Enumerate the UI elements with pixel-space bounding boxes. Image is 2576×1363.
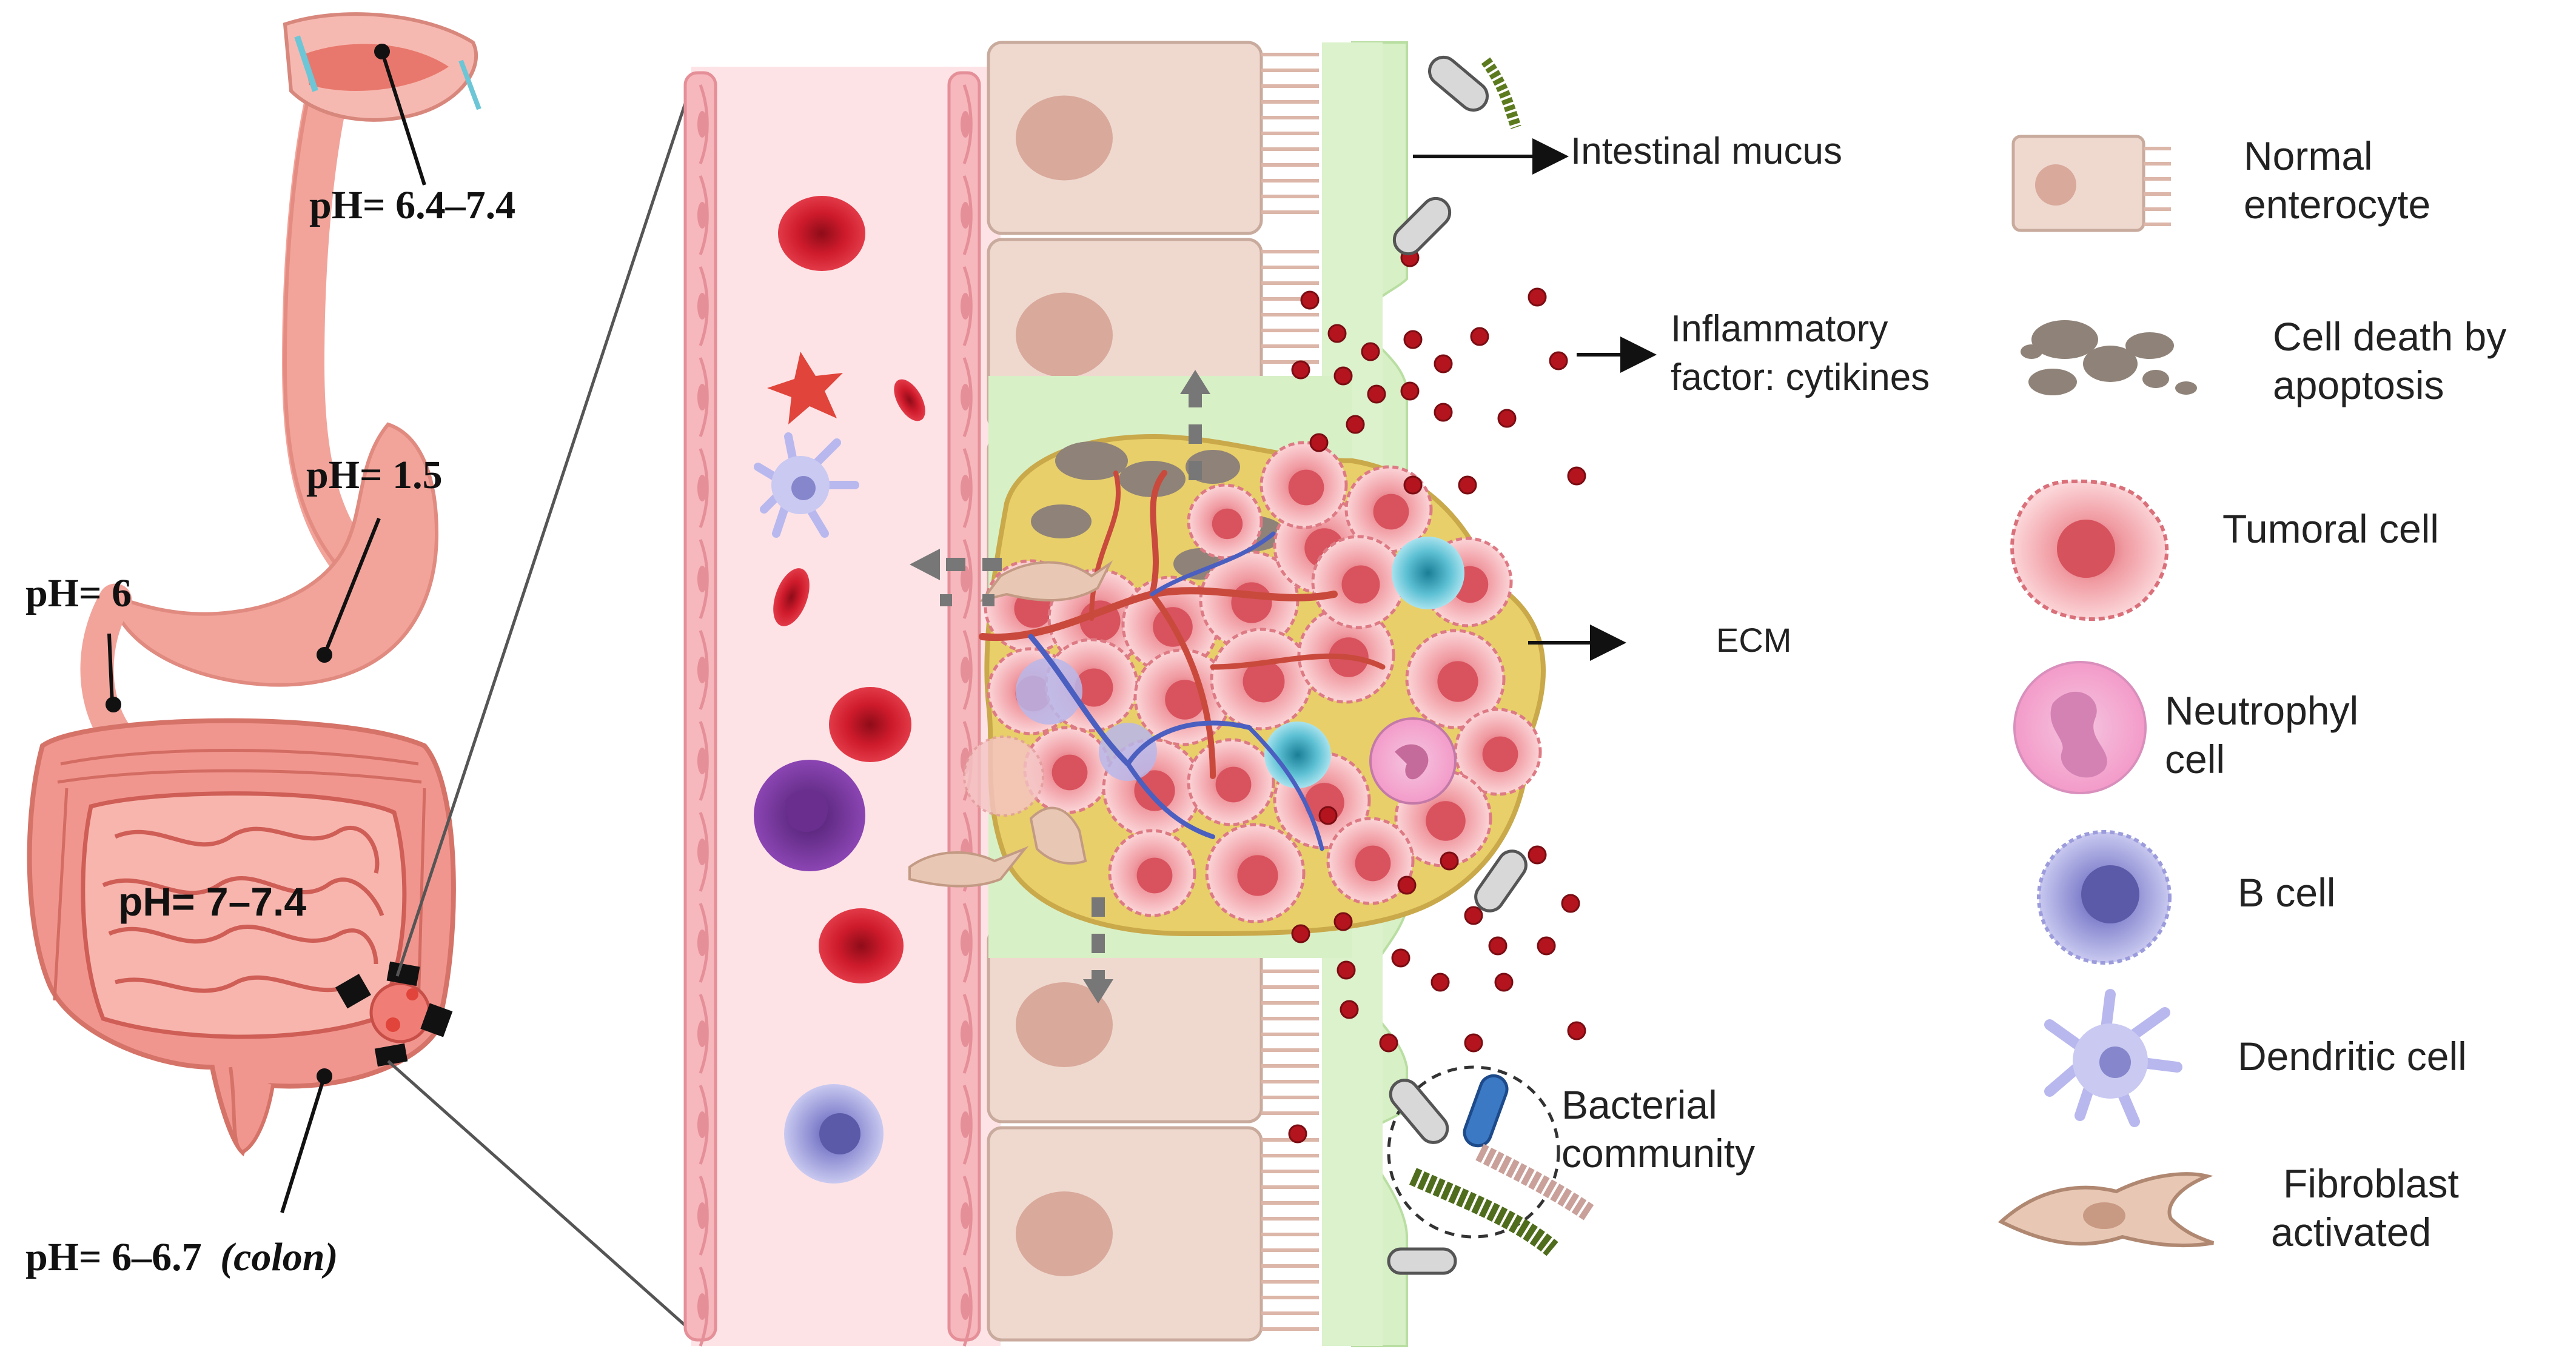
ph-small-intestine-label: pH= 7–7.4 [118, 879, 306, 924]
legend-label-normal-1: Normal [2244, 133, 2373, 178]
tumor-cell [1210, 628, 1313, 731]
monocyte-icon [754, 760, 865, 871]
enterocyte-cell [987, 41, 1319, 235]
small-intestine-icon [81, 791, 407, 1039]
bacterial-community-circle [1387, 1065, 1560, 1239]
legend-label-apoptosis-2: apoptosis [2273, 363, 2444, 407]
tumor-cell [1454, 708, 1542, 796]
ph-leader-lines [106, 44, 426, 1213]
intestinal-mucus-label: Intestinal mucus [1571, 130, 1842, 172]
enterocyte-cell [987, 1126, 1319, 1342]
ph-colon-note: (colon) [220, 1235, 338, 1279]
ph-stomach-label: pH= 1.5 [306, 453, 443, 497]
bacterial-label-line2: community [1561, 1131, 1755, 1176]
inflammatory-label-line1: Inflammatory [1671, 308, 1888, 350]
ecm-label: ECM [1716, 621, 1791, 659]
tumor-cell [1187, 483, 1263, 560]
red-blood-cells [773, 196, 925, 983]
legend-label-neutrophyl-2: cell [2165, 737, 2225, 782]
legend-label-fibroblast-2: activated [2271, 1210, 2431, 1254]
ph-colon-label: pH= 6–6.7 (colon) [25, 1235, 338, 1279]
dendritic-cell-icon [2044, 989, 2182, 1127]
platelet-icon [767, 352, 843, 424]
annotation-arrows [1413, 138, 1657, 661]
bacteria [1387, 55, 1594, 1275]
legend-label-tumoral: Tumoral cell [2222, 506, 2439, 551]
bacterial-label-line1: Bacterial [1561, 1082, 1717, 1127]
tumor-vasculature [979, 470, 1386, 851]
tumor-cell [1187, 738, 1275, 826]
zoom-lines [387, 84, 693, 1332]
colon-tumor-icon [335, 961, 453, 1067]
enterocyte-icon [2011, 135, 2171, 232]
legend-label-apoptosis-1: Cell death by [2273, 314, 2506, 359]
ph-duodenum-label: pH= 6 [25, 571, 132, 615]
ph-colon-value: pH= 6–6.7 [25, 1235, 202, 1279]
vessel-dendritic-cell [754, 432, 859, 538]
legend-label-fibroblast-1: Fibroblast [2283, 1161, 2459, 1206]
tumor-mass [908, 370, 1546, 1003]
enterocyte-cell [987, 926, 1319, 1124]
cytokine-particles [1288, 248, 1586, 1144]
legend-label-normal-2: enterocyte [2244, 182, 2430, 227]
inflammatory-label-line2: factor: cytikines [1671, 357, 1930, 398]
legend-label-bcell: B cell [2238, 870, 2335, 915]
tumor-fibroblasts [908, 560, 1113, 888]
tumor-cell [1108, 829, 1196, 917]
legend: Normal enterocyte Cell death by apoptosi… [1997, 133, 2506, 1254]
migration-arrows [910, 370, 1210, 1003]
legend-label-neutrophyl-1: Neutrophyl [2165, 688, 2358, 733]
tumor-cell [1205, 823, 1306, 923]
vessel-b-cell [784, 1084, 884, 1184]
mouth-icon [283, 12, 481, 122]
gi-tract-illustration: pH= 6.4–7.4 pH= 1.5 pH= 6 pH= 7–7.4 pH= … [25, 12, 515, 1279]
tumor-cell [1259, 441, 1348, 529]
tumor-cell [1405, 629, 1506, 729]
apoptosis-icon [2021, 320, 2197, 395]
stomach-icon [106, 422, 439, 687]
ph-mouth-label: pH= 6.4–7.4 [309, 183, 515, 227]
b-cell-icon [2037, 830, 2172, 965]
tumoral-cell-icon [2010, 479, 2169, 621]
tumor-cell [1326, 817, 1415, 905]
neutrophil-icon [2013, 661, 2147, 794]
blood-vessel [683, 67, 1001, 1347]
tumor-cell [1311, 535, 1406, 629]
legend-label-dendritic: Dendritic cell [2238, 1034, 2467, 1079]
fibroblast-icon [1997, 1172, 2214, 1248]
